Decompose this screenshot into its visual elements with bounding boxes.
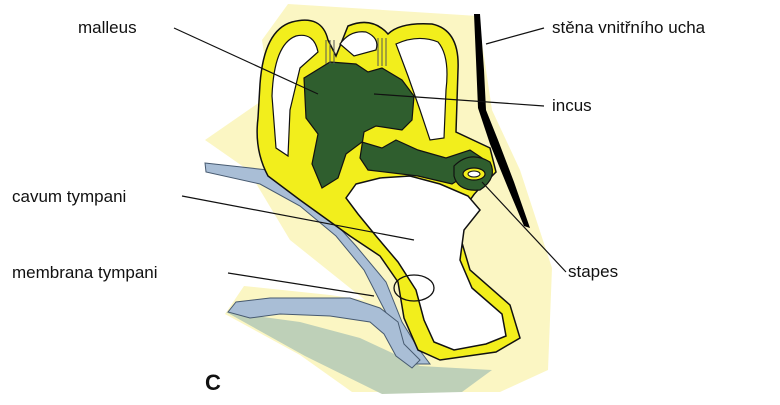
label-inner-ear-wall: stěna vnitřního ucha: [552, 18, 706, 37]
label-tympanic-cavity: cavum tympani: [12, 187, 126, 206]
label-incus: incus: [552, 96, 592, 115]
label-tympanic-membrane: membrana tympani: [12, 263, 158, 282]
label-stapes: stapes: [568, 262, 618, 281]
label-malleus: malleus: [78, 18, 137, 37]
panel-letter: C: [205, 370, 221, 395]
